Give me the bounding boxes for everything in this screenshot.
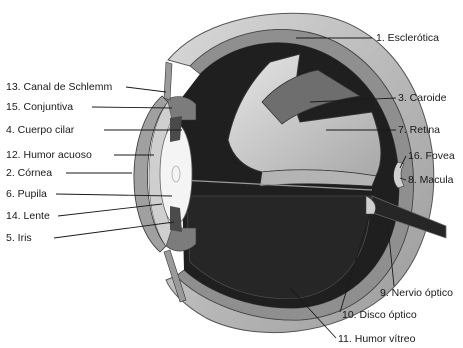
label-pupila: 6. Pupila <box>6 188 47 200</box>
upper-conjunctiva <box>164 62 172 100</box>
label-macula: 8. Macula <box>408 174 454 186</box>
label-humor-vitreo: 11. Humor vítreo <box>338 333 416 345</box>
label-caroide: 3. Caroide <box>398 92 447 104</box>
label-iris: 5. Iris <box>6 232 32 244</box>
label-nervio-optico: 9. Nervio óptico <box>380 287 453 299</box>
leader-canal <box>126 87 166 92</box>
label-esclerotica: 1. Esclerótica <box>376 32 439 44</box>
label-humor-acuoso: 12. Humor acuoso <box>6 149 92 161</box>
label-cuerpo-ciliar: 4. Cuerpo cilar <box>6 124 75 136</box>
label-retina: 7. Retina <box>398 124 440 136</box>
label-cornea: 2. Córnea <box>6 167 52 179</box>
label-fovea: 16. Fovea <box>408 150 455 162</box>
label-canal-schlemm: 13. Canal de Schlemm <box>6 81 112 93</box>
label-lente: 14. Lente <box>6 210 50 222</box>
label-disco-optico: 10. Disco óptico <box>342 309 417 321</box>
label-conjuntiva: 15. Conjuntiva <box>6 101 73 113</box>
